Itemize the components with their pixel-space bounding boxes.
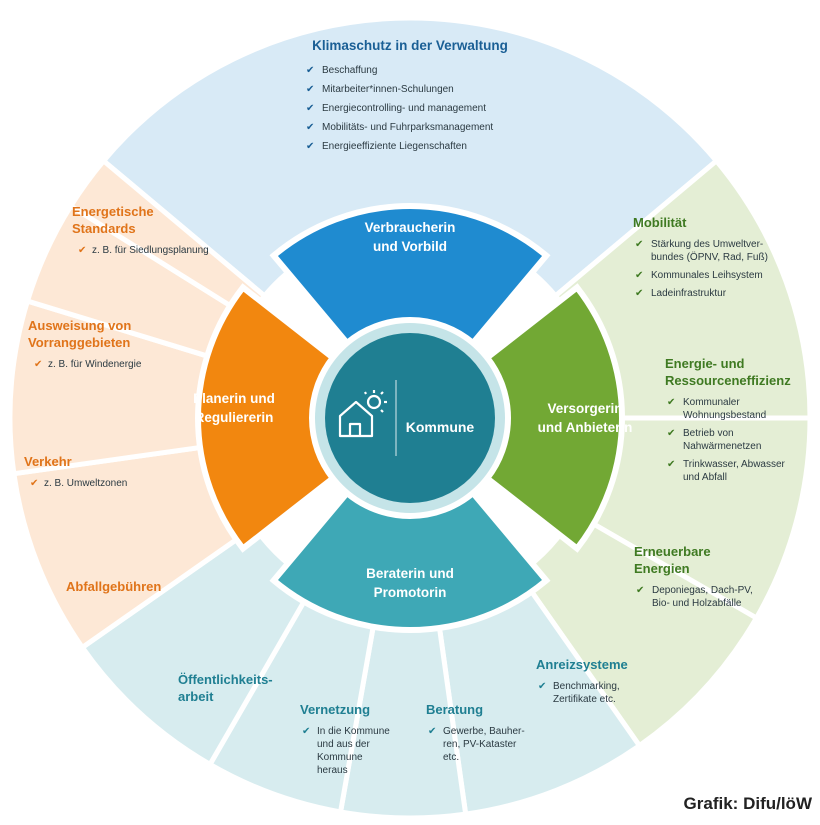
outer-right-item: Ladeinfrastruktur xyxy=(651,288,727,299)
outer-bottom-item: heraus xyxy=(317,765,348,776)
outer-right-item: Trinkwasser, Abwasser xyxy=(683,459,786,470)
outer-top-item: Beschaffung xyxy=(322,65,377,76)
house-sun-icon xyxy=(338,390,387,438)
outer-right-item: Kommunales Leihsystem xyxy=(651,270,763,281)
check-icon: ✔ xyxy=(306,103,314,114)
outer-bottom-title: arbeit xyxy=(178,689,214,704)
check-icon: ✔ xyxy=(30,478,38,489)
outer-left-title: Vorranggebieten xyxy=(28,335,130,350)
outer-top-content: Klimaschutz in der Verwaltung ✔ Beschaffun… xyxy=(306,38,508,152)
check-icon: ✔ xyxy=(667,428,675,439)
outer-top-item: Energiecontrolling- und management xyxy=(322,103,486,114)
outer-bottom-item: und aus der xyxy=(317,739,370,750)
role-label-left: Reguliererin xyxy=(195,410,274,425)
outer-right-item: Betrieb von xyxy=(683,428,734,439)
outer-bottom-title: Öffentlichkeits- xyxy=(178,672,273,687)
sun-ray xyxy=(380,391,384,395)
outer-bottom-item: Zertifikate etc. xyxy=(553,694,616,705)
role-sector-bottom xyxy=(269,488,551,633)
check-icon: ✔ xyxy=(635,239,643,250)
outer-right-item: Kommunaler xyxy=(683,397,740,408)
outer-left-title: Verkehr xyxy=(24,454,72,469)
check-icon: ✔ xyxy=(306,141,314,152)
outer-bottom-title: Vernetzung xyxy=(300,702,370,717)
check-icon: ✔ xyxy=(34,359,42,370)
outer-right-item: Deponiegas, Dach-PV, xyxy=(652,585,753,596)
outer-left-item: z. B. Umweltzonen xyxy=(44,478,127,489)
outer-right-item: Nahwärmenetzen xyxy=(683,441,761,452)
role-label-top: und Vorbild xyxy=(373,239,447,254)
outer-ring xyxy=(7,15,813,821)
outer-left-title: Ausweisung von xyxy=(28,318,131,333)
sun-ray xyxy=(364,391,367,395)
outer-right-item: Wohnungsbestand xyxy=(683,410,766,421)
check-icon: ✔ xyxy=(306,84,314,95)
outer-bottom-item: Gewerbe, Bauher- xyxy=(443,726,525,737)
outer-bottom-item: Kommune xyxy=(317,752,363,763)
center-circle xyxy=(325,333,495,503)
check-icon: ✔ xyxy=(78,245,86,256)
role-ring xyxy=(195,203,625,633)
outer-bottom-item: etc. xyxy=(443,752,459,763)
role-label-top: Verbraucherin xyxy=(365,220,456,235)
check-icon: ✔ xyxy=(302,726,310,737)
check-icon: ✔ xyxy=(667,397,675,408)
outer-right-title: Mobilität xyxy=(633,215,687,230)
outer-bottom-title: Anreizsysteme xyxy=(536,657,628,672)
role-label-right: Versorgerin xyxy=(547,401,622,416)
outer-top-item: Mitarbeiter*innen-Schulungen xyxy=(322,84,454,95)
outer-right-title: Energie- und xyxy=(665,356,745,371)
outer-right-title: Erneuerbare xyxy=(634,544,711,559)
check-icon: ✔ xyxy=(428,726,436,737)
outer-right-content: Mobilität ✔ Stärkung des Umweltver-bundes … xyxy=(633,215,791,609)
center-label: Kommune xyxy=(406,419,475,435)
outer-left-item: z. B. für Siedlungsplanung xyxy=(92,245,209,256)
check-icon: ✔ xyxy=(538,681,546,692)
outer-right-title: Energien xyxy=(634,561,690,576)
role-label-bottom: Promotorin xyxy=(374,585,447,600)
role-sector-left xyxy=(195,283,337,553)
outer-bottom-item: ren, PV-Kataster xyxy=(443,739,517,750)
sun-icon xyxy=(366,394,382,410)
outer-right-title: Ressourceneffizienz xyxy=(665,373,791,388)
sun-ray xyxy=(380,409,384,413)
check-icon: ✔ xyxy=(667,459,675,470)
check-icon: ✔ xyxy=(306,122,314,133)
role-sector-top xyxy=(269,203,551,348)
outer-bottom-item: Benchmarking, xyxy=(553,681,620,692)
house-icon xyxy=(338,400,374,438)
check-icon: ✔ xyxy=(635,270,643,281)
outer-right-item: Stärkung des Umweltver- xyxy=(651,239,763,250)
outer-right-item: Bio- und Holzabfälle xyxy=(652,598,742,609)
check-icon: ✔ xyxy=(306,65,314,76)
outer-bottom-item: In die Kommune xyxy=(317,726,390,737)
outer-right-item: und Abfall xyxy=(683,472,727,483)
role-sector-right xyxy=(483,283,625,553)
outer-bottom-title: Beratung xyxy=(426,702,483,717)
check-icon: ✔ xyxy=(635,288,643,299)
outer-top-item: Energieeffiziente Liegenschaften xyxy=(322,141,467,152)
door-icon xyxy=(348,422,362,436)
image-credit: Grafik: Difu/löW xyxy=(683,794,812,813)
role-label-bottom: Beraterin und xyxy=(366,566,454,581)
outer-top-title: Klimaschutz in der Verwaltung xyxy=(312,38,508,53)
outer-left-title: Abfallgebühren xyxy=(66,579,161,594)
outer-top-item: Mobilitäts- und Fuhrparksmanagement xyxy=(322,122,493,133)
role-label-left: Planerin und xyxy=(193,391,275,406)
outer-right-item: bundes (ÖPNV, Rad, Fuß) xyxy=(651,251,768,263)
outer-left-title: Energetische xyxy=(72,204,154,219)
outer-left-title: Standards xyxy=(72,221,136,236)
role-label-right: und Anbieterin xyxy=(538,420,633,435)
outer-left-item: z. B. für Windenergie xyxy=(48,359,142,370)
check-icon: ✔ xyxy=(636,585,644,596)
